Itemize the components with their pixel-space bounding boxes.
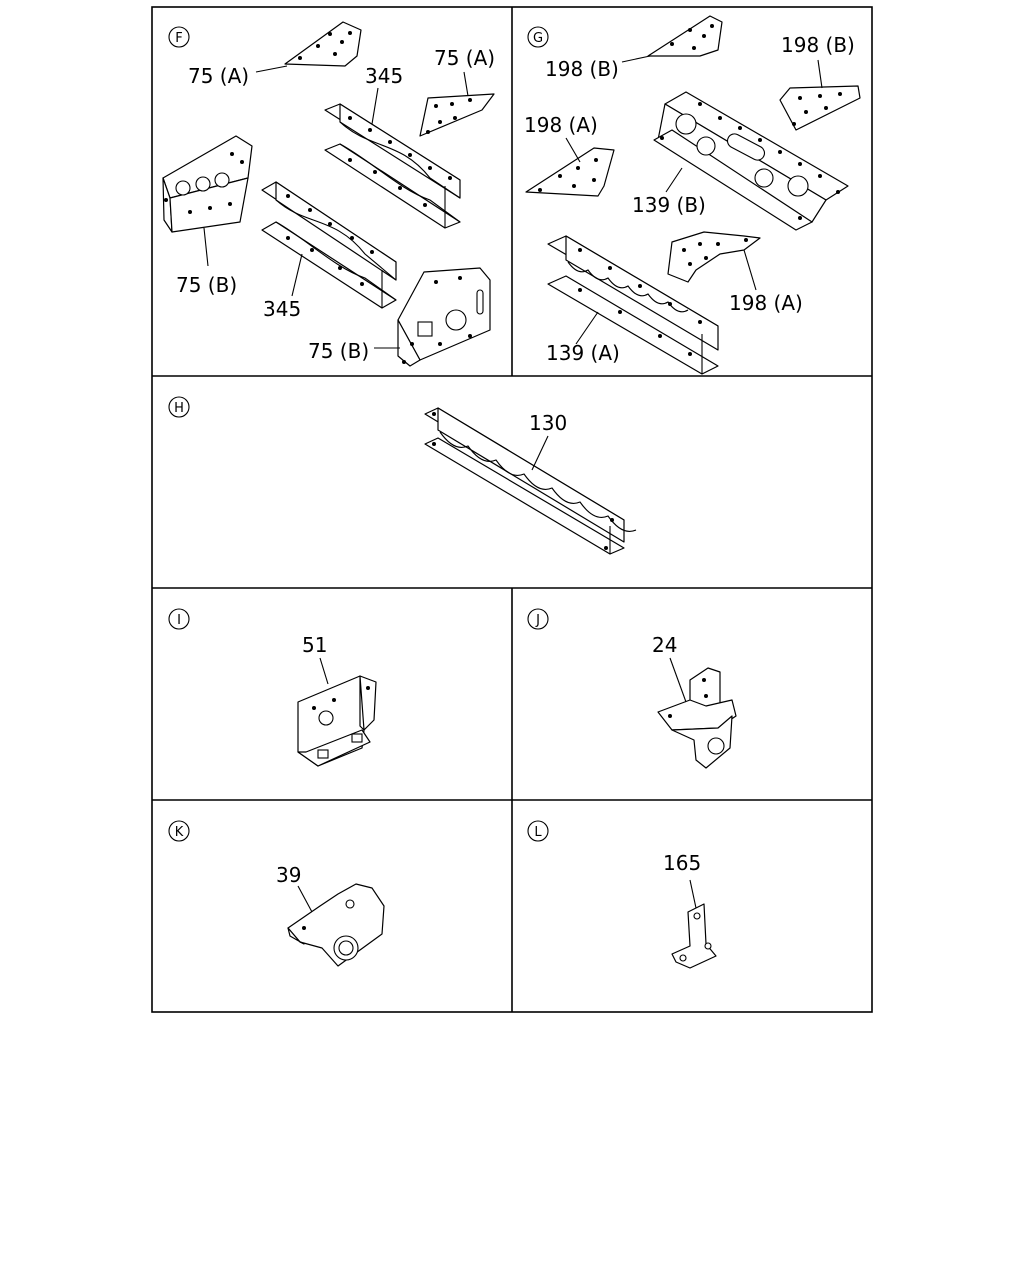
- label-51: 51: [302, 633, 327, 657]
- plate-75a-right: [419, 93, 495, 137]
- label-24: 24: [652, 633, 677, 657]
- label-345-upper: 345: [365, 64, 403, 88]
- channel-345-lower: [261, 181, 397, 309]
- label-198a-right: 198 (A): [729, 291, 803, 315]
- panel-letter-g: G: [533, 31, 543, 46]
- channel-345-upper: [324, 103, 461, 229]
- panel-k: K 39: [168, 820, 385, 967]
- plate-198a-right: [667, 231, 761, 283]
- panel-letter-j: J: [535, 613, 540, 628]
- plate-198a-left: [525, 147, 615, 197]
- plate-198b-top: [647, 15, 723, 57]
- label-139a: 139 (A): [546, 341, 620, 365]
- crossmember-139b: [653, 91, 849, 231]
- channel-139a: [547, 235, 719, 375]
- bracket-24: [657, 667, 737, 769]
- plate-75a-top: [284, 21, 362, 67]
- label-39: 39: [276, 863, 301, 887]
- label-198a-left: 198 (A): [524, 113, 598, 137]
- bracket-75b-left: [162, 135, 253, 233]
- panel-f: F 75 (A) 75 (A): [162, 21, 495, 367]
- label-198b-left: 198 (B): [545, 57, 619, 81]
- panel-letter-k: K: [175, 825, 184, 840]
- bracket-39: [287, 883, 385, 967]
- panel-l: L 165: [527, 820, 717, 969]
- label-165: 165: [663, 851, 701, 875]
- label-75a-left: 75 (A): [188, 64, 249, 88]
- plate-198b-right: [779, 85, 861, 131]
- bracket-165: [671, 903, 717, 969]
- panel-h: H 130: [168, 396, 637, 555]
- bracket-75b-right: [397, 267, 491, 367]
- label-130: 130: [529, 411, 567, 435]
- label-345-lower: 345: [263, 297, 301, 321]
- channel-130: [424, 407, 637, 555]
- panel-letter-l: L: [534, 825, 542, 840]
- panel-j: J 24: [527, 608, 737, 769]
- panel-g: G 198 (B) 198 (B) 198 (A): [524, 15, 861, 375]
- label-139b: 139 (B): [632, 193, 706, 217]
- panel-letter-f: F: [175, 31, 182, 46]
- label-75a-right: 75 (A): [434, 46, 495, 70]
- label-75b-left: 75 (B): [176, 273, 237, 297]
- panel-letter-h: H: [174, 401, 184, 416]
- label-198b-right: 198 (B): [781, 33, 855, 57]
- panel-i: I 51: [168, 608, 377, 767]
- bracket-51: [297, 675, 377, 767]
- panel-grid: [151, 6, 873, 1013]
- label-75b-right: 75 (B): [308, 339, 369, 363]
- panel-letter-i: I: [177, 613, 181, 628]
